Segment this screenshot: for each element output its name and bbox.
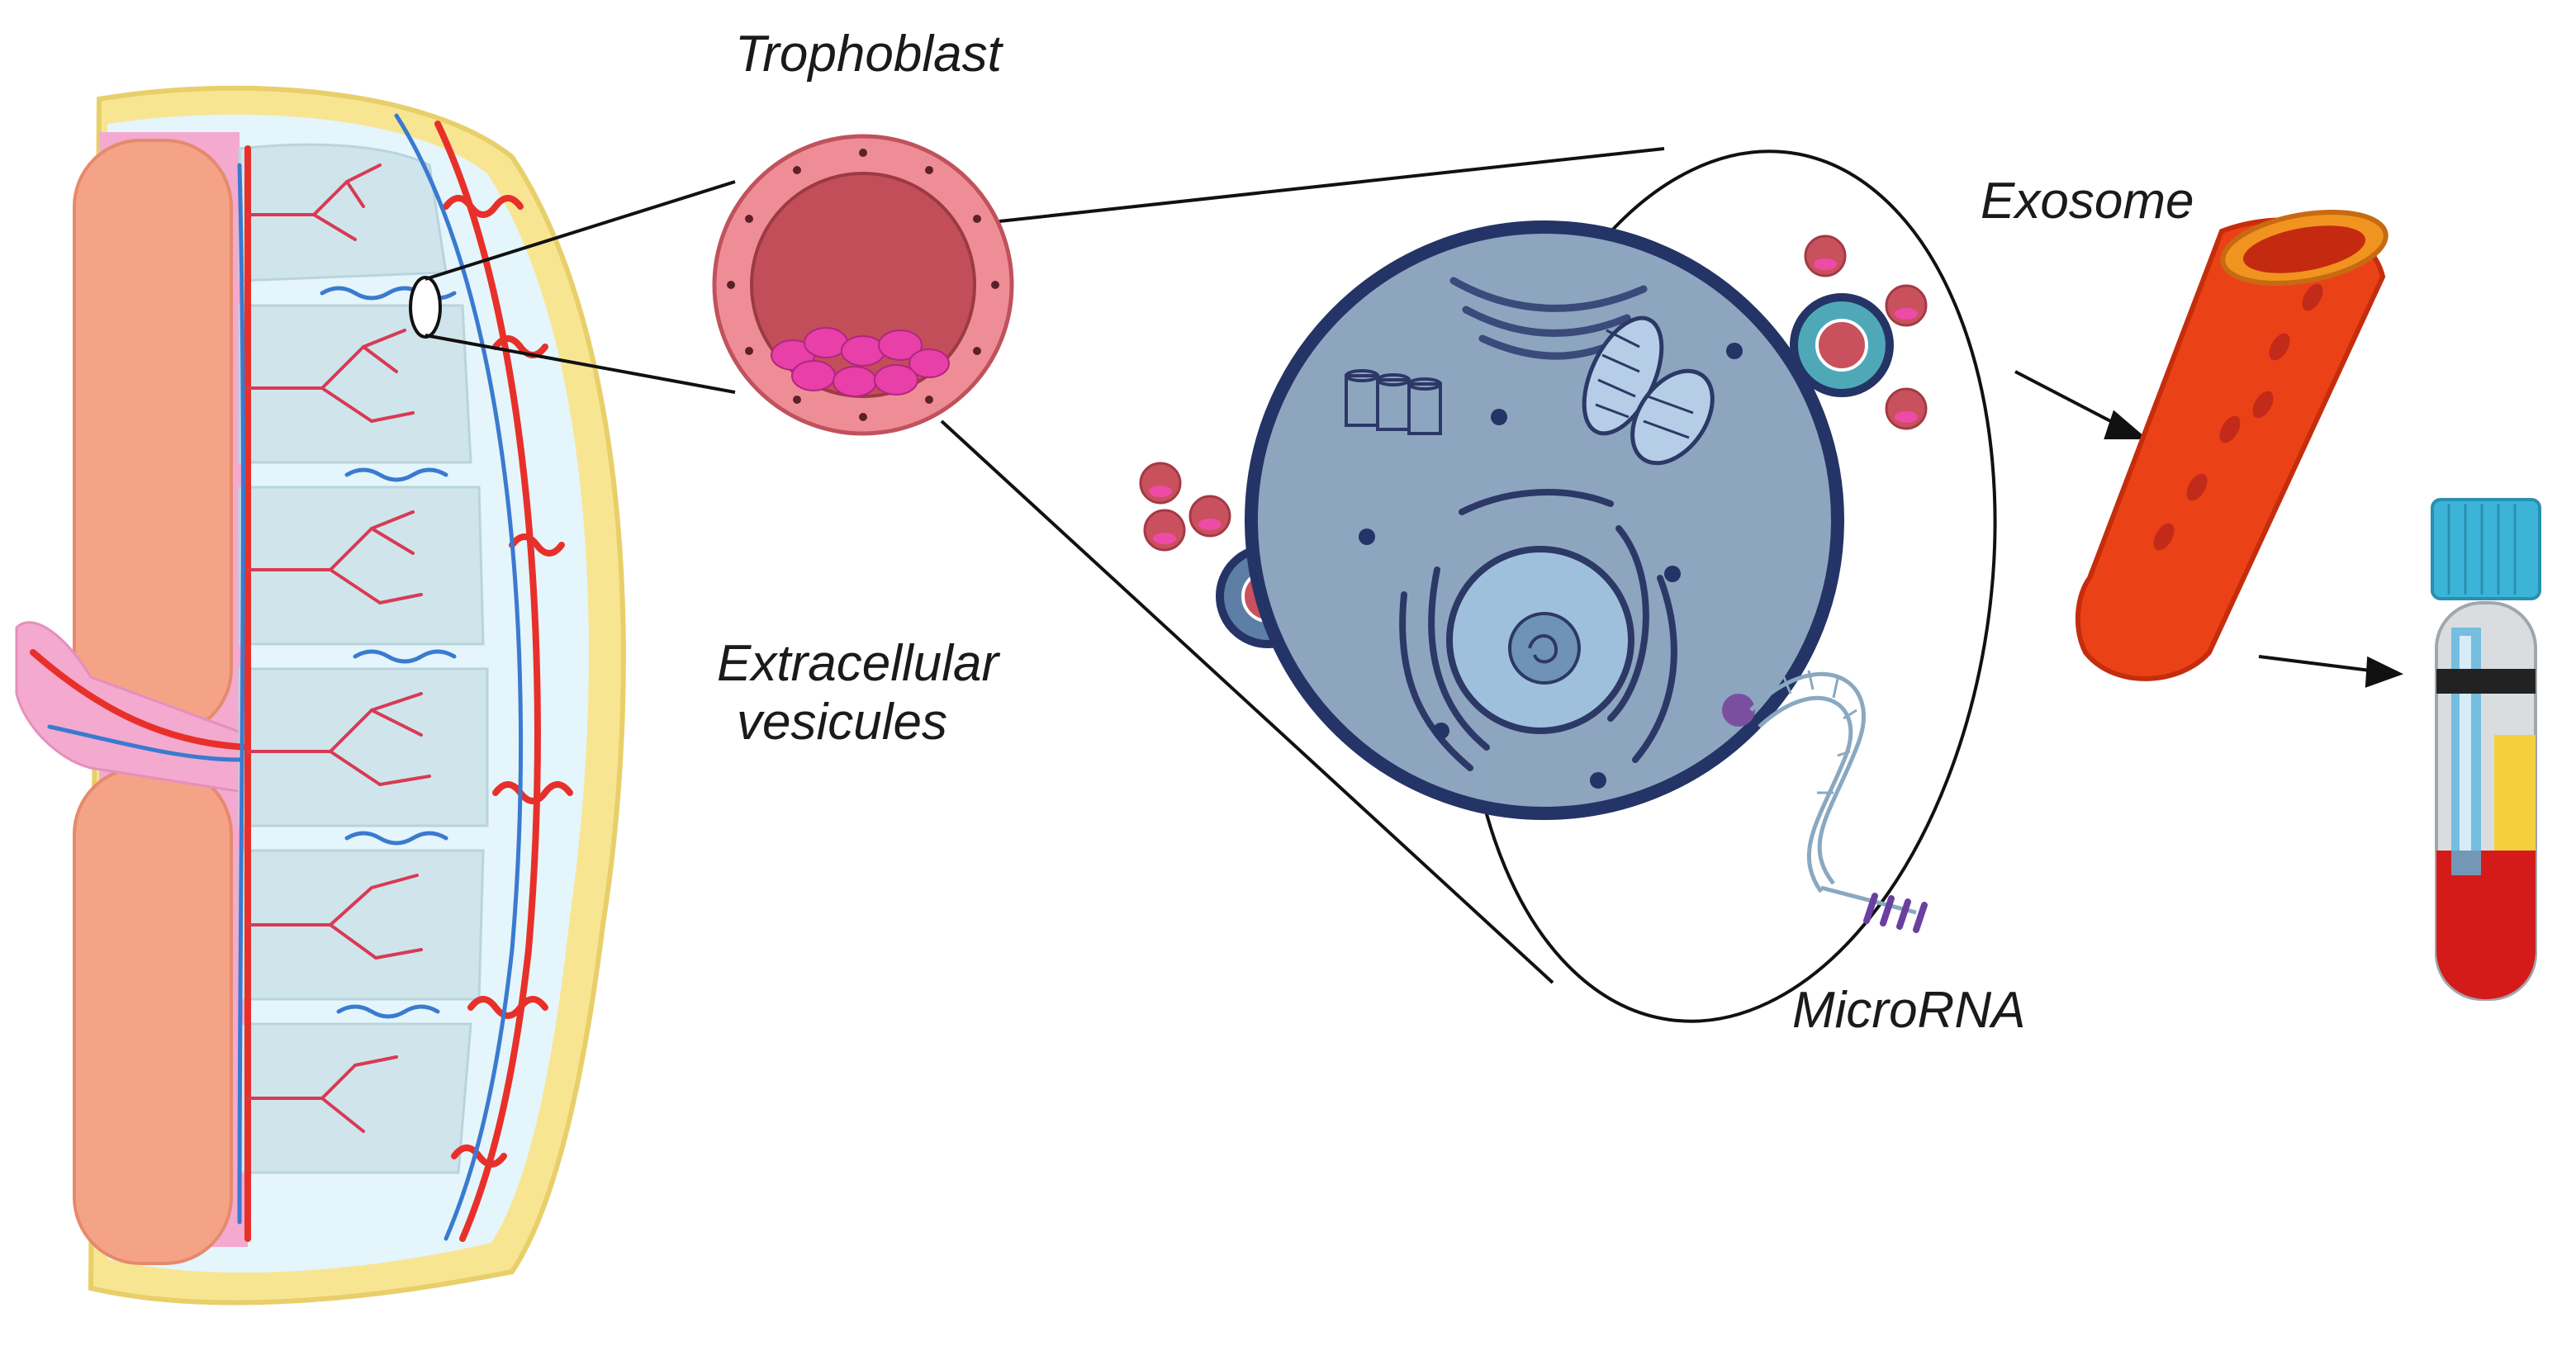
cell [1216, 220, 1894, 820]
arrows [2014, 370, 2404, 688]
tube-gel [2494, 735, 2536, 851]
zoom-origin [409, 276, 442, 339]
villus-lobe-1 [238, 143, 448, 282]
fetal-villus-5 [336, 1004, 440, 1019]
spiral-artery-5 [467, 996, 548, 1019]
fetal-vein-stalk [47, 724, 242, 762]
trophoblast-villus [712, 134, 1014, 436]
spiral-artery-6 [451, 1145, 507, 1168]
fetal-vein-main [237, 163, 245, 1225]
exosome-label: Exosome [1981, 173, 2194, 230]
tube-blood [2436, 851, 2536, 999]
fetal-vein-outer [394, 113, 524, 1241]
extracellular-vesicles-label: Extracellular vesicules [717, 634, 999, 752]
fetal-villus-3 [353, 649, 457, 664]
villus-lobe-2 [238, 304, 472, 464]
villus-lobe-3 [238, 486, 485, 646]
zoom-line-upper [425, 180, 736, 281]
mirna-vesicle [1722, 694, 1755, 727]
blood-tube [2431, 498, 2541, 1001]
arrow-to-vessel [2014, 370, 2119, 427]
centrioles-icon [1345, 369, 1442, 435]
placenta-cross-section [15, 85, 626, 1306]
uterine-tissue-upper [73, 139, 233, 737]
fetal-villus-4 [344, 831, 448, 846]
blood-vessel [2075, 209, 2389, 681]
villus-tree-2 [246, 329, 415, 423]
spiral-artery-2 [492, 335, 548, 358]
tube-cap [2431, 498, 2541, 600]
arrow-to-tube [2258, 655, 2371, 672]
extracellular-label-line1: Extracellular [717, 635, 999, 692]
golgi-apparatus [1449, 277, 1648, 360]
maternal-artery-stalk [30, 649, 251, 751]
mitochondria-icon [1582, 315, 1715, 466]
microrna-label: MicroRNA [1792, 982, 2026, 1039]
trophoblast-label: Trophoblast [735, 26, 1002, 83]
villus-tree-5 [246, 874, 423, 960]
spiral-artery-4 [492, 781, 573, 804]
uterine-tissue-lower [73, 766, 233, 1265]
villus-tree-6 [246, 1055, 398, 1133]
villus-lobe-4 [238, 667, 489, 827]
spiral-artery-3 [509, 533, 565, 557]
endoplasmic-reticulum [1399, 489, 1677, 771]
extracellular-label-line2: vesicules [737, 694, 947, 751]
villus-tree-3 [246, 510, 423, 604]
zoom-line-lower [425, 334, 736, 394]
rna-strand [1749, 670, 1928, 933]
zoom-line-to-cell-top [999, 147, 1665, 223]
nucleolus [1508, 612, 1581, 685]
vessel-body [2075, 217, 2386, 681]
spiral-artery-1 [443, 195, 524, 218]
fetal-villus-2 [344, 467, 448, 482]
villus-tree-1 [246, 164, 382, 241]
villus-tree-4 [246, 692, 431, 786]
zoom-line-to-cell-bottom [940, 419, 1554, 984]
